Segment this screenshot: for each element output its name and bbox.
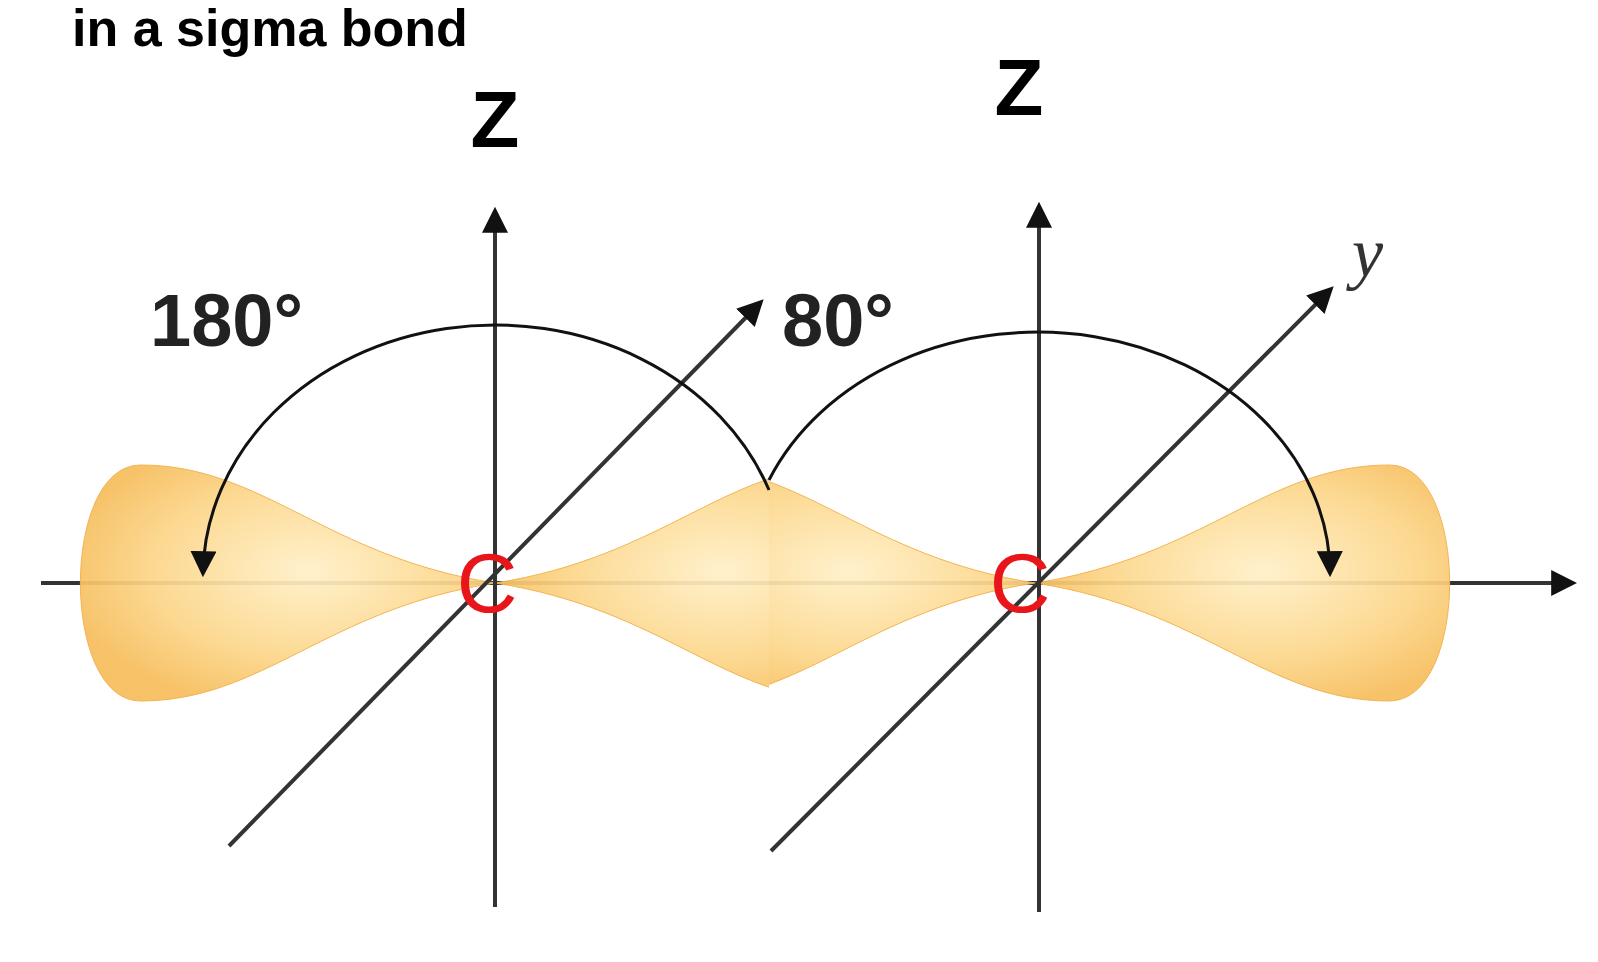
angle-arc (769, 332, 1330, 572)
p-orbital-lobe (495, 465, 769, 701)
p-orbital-lobe (1035, 465, 1450, 701)
axis-label: y (1352, 218, 1383, 288)
p-orbital-lobe (80, 465, 495, 701)
angle-label: 180° (150, 284, 303, 358)
atom-symbol: C (457, 541, 518, 625)
slide-title: in a sigma bond (72, 2, 468, 54)
axis-label: Z (995, 48, 1044, 128)
y-axis (771, 290, 1330, 851)
atom-symbol: C (990, 541, 1051, 625)
axis-label: Z (471, 80, 520, 160)
angle-arc (203, 325, 769, 572)
angle-label: 80° (782, 284, 894, 358)
